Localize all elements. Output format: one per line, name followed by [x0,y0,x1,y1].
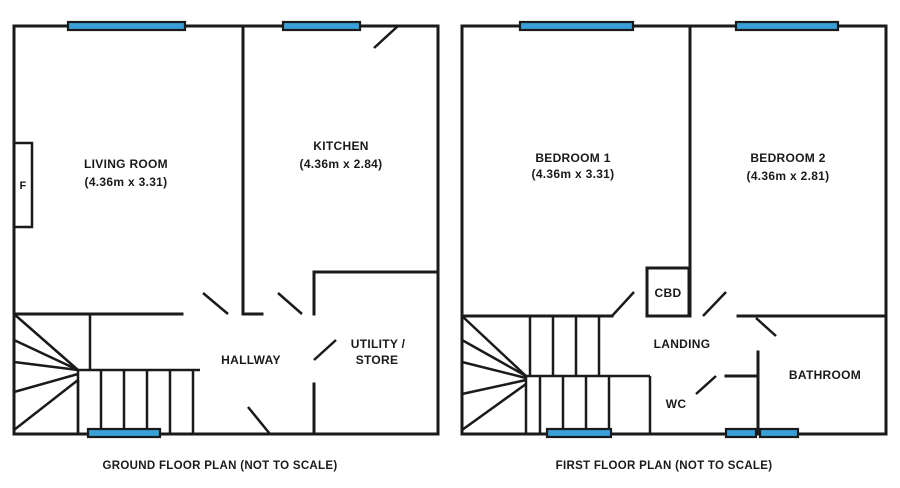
utility-door [313,339,337,361]
landing-label: LANDING [654,337,711,351]
bedroom2-label: BEDROOM 2 [750,151,825,165]
bathroom-door [755,317,777,337]
bedroom2-door [702,291,727,317]
bathroom-label: BATHROOM [789,368,861,382]
kitchen-size: (4.36m x 2.84) [300,157,383,171]
ground-floor-plan: LIVING ROOM (4.36m x 3.31) KITCHEN (4.36… [12,20,440,472]
cbd-label: CBD [655,286,682,300]
first-windows [518,20,840,439]
living-room-size: (4.36m x 3.31) [85,175,168,189]
cbd-cupboard [645,266,691,318]
utility-wall [312,270,440,316]
store-label: STORE [356,353,399,367]
first-staircase [461,315,652,434]
living-room-label: LIVING ROOM [84,157,168,171]
kitchen-back-door [373,25,399,49]
wc-door [695,375,717,395]
fireplace-label: F [19,180,26,192]
ground-staircase [13,313,200,434]
hallway-label: HALLWAY [221,353,281,367]
bedroom1-door [611,291,635,317]
bedroom1-label: BEDROOM 1 [535,151,610,165]
wc-label: WC [666,397,687,411]
ground-windows [66,20,362,439]
living-room-door [202,292,229,315]
kitchen-door [277,292,303,315]
fireplace [12,141,34,229]
bedroom2-size: (4.36m x 2.81) [747,169,830,183]
utility-label: UTILITY / [351,337,406,351]
first-floor-caption: FIRST FLOOR PLAN (NOT TO SCALE) [556,460,773,472]
ground-floor-caption: GROUND FLOOR PLAN (NOT TO SCALE) [103,460,338,472]
front-door [247,406,271,435]
first-floor-plan: BEDROOM 1 (4.36m x 3.31) BEDROOM 2 (4.36… [460,20,888,472]
bedroom1-size: (4.36m x 3.31) [532,167,615,181]
kitchen-label: KITCHEN [313,139,368,153]
